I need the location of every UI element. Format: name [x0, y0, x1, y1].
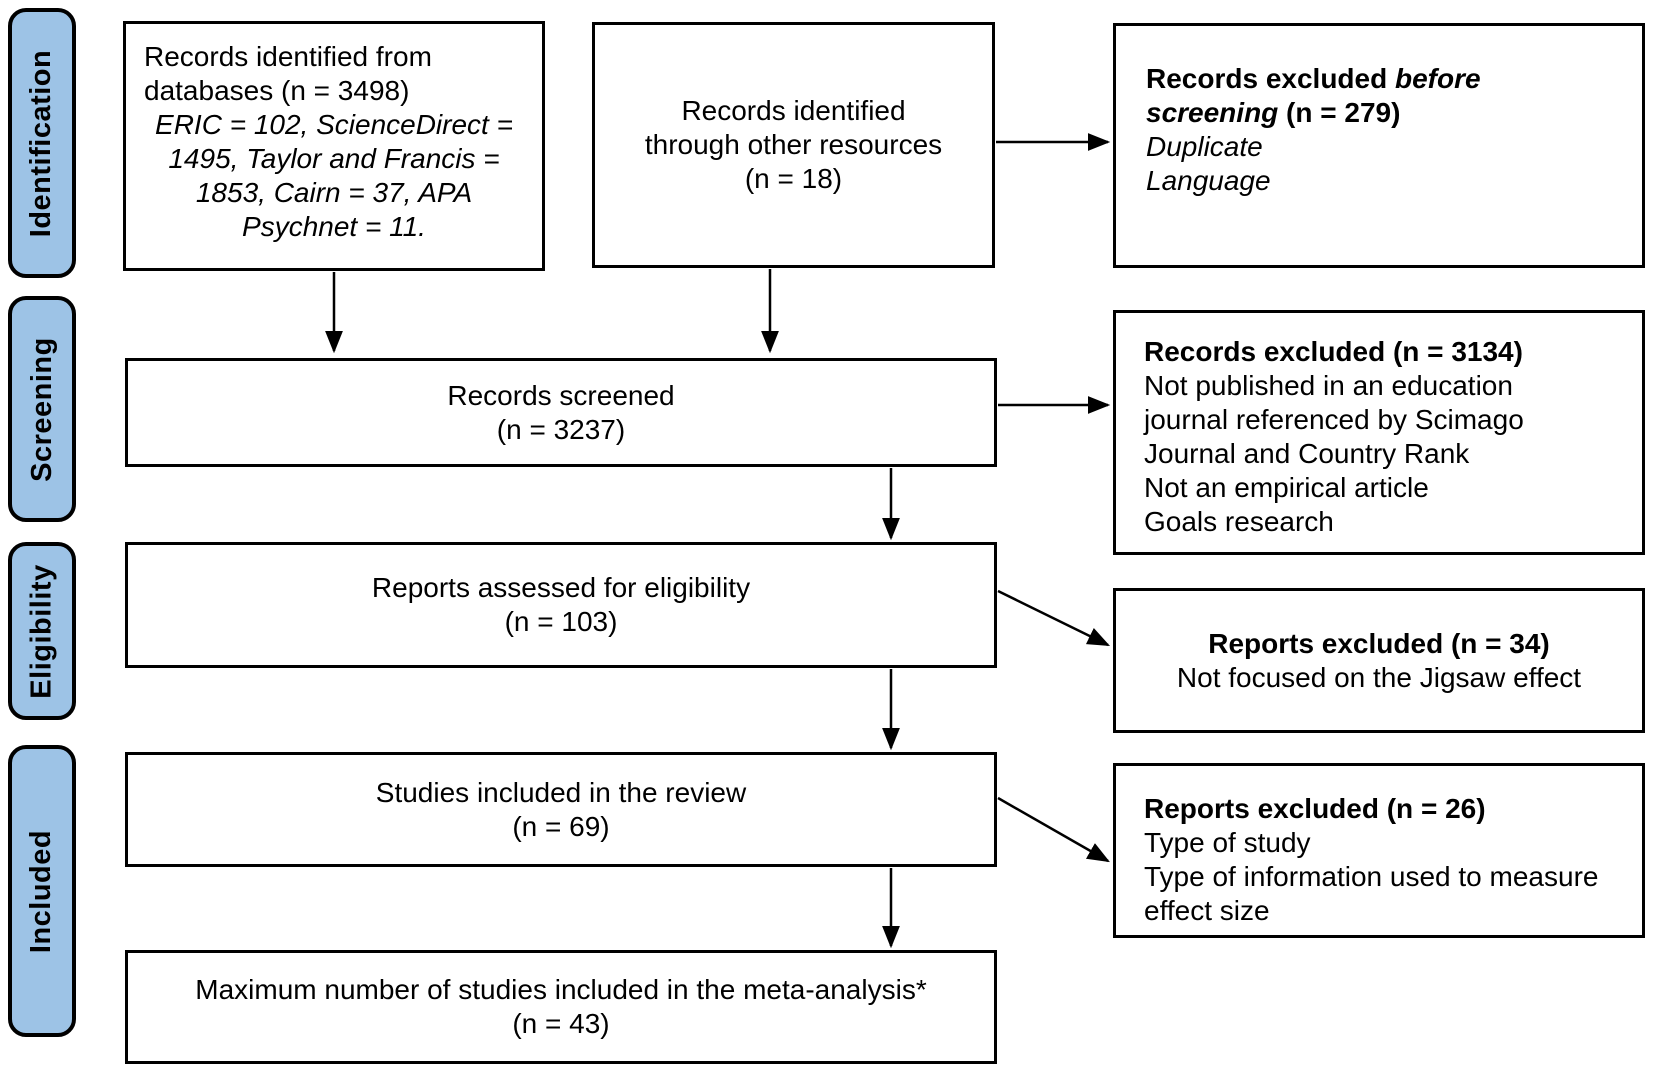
box-records-identified-other: Records identified through other resourc… — [592, 22, 995, 268]
stage-identification: Identification — [8, 8, 76, 278]
stage-screening: Screening — [8, 296, 76, 522]
box-records-identified-databases: Records identified from databases (n = 3… — [123, 21, 545, 271]
stage-screening-label: Screening — [25, 336, 58, 482]
title-part-1: Records excluded — [1146, 63, 1395, 94]
records-excluded-screening-title: Records excluded (n = 3134) — [1144, 336, 1523, 367]
box-reports-excluded-review: Reports excluded (n = 26) Type of study … — [1113, 763, 1645, 938]
meta-analysis-title: Maximum number of studies included in th… — [195, 974, 927, 1005]
stage-identification-label: Identification — [25, 49, 58, 237]
exclusion-reason: Duplicate — [1146, 131, 1263, 162]
stage-included-label: Included — [25, 829, 58, 953]
arrow-assessed-to-excluded — [997, 589, 1111, 647]
meta-analysis-count: (n = 43) — [512, 1008, 610, 1039]
exclusion-reason: Goals research — [1144, 506, 1334, 537]
title-part-3: (n = 279) — [1278, 97, 1401, 128]
records-identified-other-count: (n = 18) — [744, 163, 843, 194]
stage-included: Included — [8, 745, 76, 1037]
exclusion-reason: Type of information used to measure effe… — [1144, 861, 1599, 926]
stage-eligibility-label: Eligibility — [25, 563, 58, 699]
exclusion-reason: Not published in an education journal re… — [1144, 370, 1524, 469]
reports-assessed-title: Reports assessed for eligibility — [371, 572, 751, 603]
title-part-2: before screening — [1146, 63, 1481, 128]
studies-included-count: (n = 69) — [512, 810, 610, 842]
records-identified-other-title: Records identified through other resourc… — [644, 95, 943, 160]
exclusion-reason: Not an empirical article — [1144, 472, 1429, 503]
exclusion-reason: Language — [1146, 165, 1271, 196]
exclusion-reason: Type of study — [1144, 827, 1311, 858]
records-screened-title: Records screened — [447, 379, 675, 411]
reports-assessed-count: (n = 103) — [504, 606, 618, 637]
box-meta-analysis: Maximum number of studies included in th… — [125, 950, 997, 1064]
stage-eligibility: Eligibility — [8, 542, 76, 720]
box-reports-assessed: Reports assessed for eligibility (n = 10… — [125, 542, 997, 668]
reports-excluded-eligibility-title: Reports excluded (n = 34) — [1208, 627, 1550, 659]
records-identified-databases-text: Records identified from databases (n = 3… — [144, 41, 432, 106]
box-reports-excluded-eligibility: Reports excluded (n = 34) Not focused on… — [1113, 588, 1645, 733]
exclusion-reason: Not focused on the Jigsaw effect — [1176, 661, 1582, 693]
box-records-excluded-screening: Records excluded (n = 3134) Not publishe… — [1113, 310, 1645, 555]
studies-included-title: Studies included in the review — [375, 776, 747, 808]
box-studies-included: Studies included in the review (n = 69) — [125, 752, 997, 867]
records-excluded-before-screening-title: Records excluded before screening (n = 2… — [1146, 62, 1582, 130]
records-screened-count: (n = 3237) — [496, 413, 626, 445]
box-records-excluded-before-screening: Records excluded before screening (n = 2… — [1113, 23, 1645, 268]
box-records-screened: Records screened (n = 3237) — [125, 358, 997, 467]
records-identified-databases-sources: ERIC = 102, ScienceDirect = 1495, Taylor… — [155, 109, 513, 242]
reports-excluded-review-title: Reports excluded (n = 26) — [1144, 793, 1486, 824]
arrow-studies-to-excluded — [997, 796, 1110, 863]
